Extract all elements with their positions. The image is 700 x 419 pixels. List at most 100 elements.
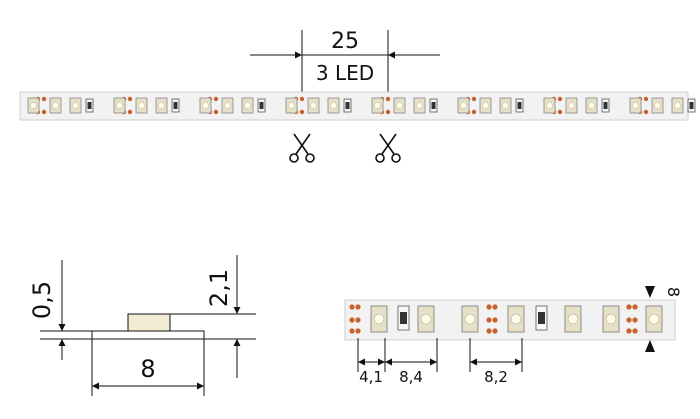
led-lens: [605, 313, 617, 325]
led-lens: [72, 102, 79, 109]
detail-components: [349, 304, 663, 334]
led-chip: [461, 305, 479, 333]
led-lens: [464, 313, 476, 325]
led-lens: [52, 102, 59, 109]
solder-pad: [471, 96, 477, 102]
width-arrow-up: [645, 340, 655, 352]
solder-pad: [492, 304, 498, 310]
solder-pad: [626, 328, 632, 334]
solder-pad: [127, 96, 133, 102]
led-lens: [116, 102, 123, 109]
led-chip: [564, 305, 582, 333]
scissors-icon[interactable]: [289, 133, 315, 163]
resistor-body: [538, 312, 545, 324]
solder-pad: [471, 109, 477, 115]
resistor-body: [603, 102, 608, 109]
led-group: [199, 96, 266, 115]
thickness-label: 0,5: [28, 281, 56, 319]
height-label: 2,1: [205, 269, 233, 307]
detail-dim-a-label: 4,1: [359, 368, 383, 386]
solder-pad-cluster: [349, 304, 361, 334]
led-lens: [567, 313, 579, 325]
solder-pad: [643, 96, 649, 102]
solder-pad-cluster: [486, 304, 498, 334]
led-group: [629, 96, 696, 115]
cross-section-diagram: 0,5 2,1 8: [28, 255, 256, 396]
led-lens: [482, 102, 489, 109]
led-chip: [370, 305, 388, 333]
led-chip: [645, 305, 663, 333]
width-arrow-down: [645, 286, 655, 298]
solder-pad: [355, 304, 361, 310]
solder-pad: [41, 109, 47, 115]
resistor-body: [689, 102, 694, 109]
led-lens: [568, 102, 575, 109]
solder-pad: [492, 317, 498, 323]
led-lens: [416, 102, 423, 109]
led-lens: [654, 102, 661, 109]
resistor: [397, 305, 410, 331]
led-lens: [420, 313, 432, 325]
detail-dim-c-label: 8,2: [484, 368, 508, 386]
resistor-body: [87, 102, 92, 109]
detail-strip-diagram: 4,1 8,4 8,2 8: [344, 286, 683, 386]
resistor-body: [400, 312, 407, 324]
width-label: 8: [140, 355, 155, 383]
led-group: [371, 96, 438, 115]
led-lens: [310, 102, 317, 109]
led-lens: [460, 102, 467, 109]
solder-pad: [626, 304, 632, 310]
led-lens: [138, 102, 145, 109]
led-group: [285, 96, 352, 115]
led-lens: [330, 102, 337, 109]
solder-pad: [643, 109, 649, 115]
led-lens: [632, 102, 639, 109]
led-lens: [510, 313, 522, 325]
solder-pad: [213, 96, 219, 102]
led-lens: [158, 102, 165, 109]
solder-pad: [355, 317, 361, 323]
led-lens: [502, 102, 509, 109]
solder-pad: [349, 304, 355, 310]
scissors-icon[interactable]: [375, 133, 401, 163]
led-chip: [507, 305, 525, 333]
solder-pad: [626, 317, 632, 323]
led-lens: [648, 313, 660, 325]
resistor-body: [259, 102, 264, 109]
led-lens: [374, 102, 381, 109]
led-lens: [396, 102, 403, 109]
solder-pad: [486, 328, 492, 334]
solder-pad: [557, 109, 563, 115]
solder-pad: [349, 317, 355, 323]
solder-pad: [299, 109, 305, 115]
segment-length-label: 25: [331, 29, 359, 54]
top-strip-diagram: 25 3 LED: [19, 29, 696, 163]
led-lens: [224, 102, 231, 109]
strip-base-profile: [91, 330, 205, 340]
detail-dim-b-label: 8,4: [399, 368, 423, 386]
solder-pad: [486, 317, 492, 323]
solder-pad-cluster: [626, 304, 638, 334]
led-lens: [244, 102, 251, 109]
solder-pad: [632, 328, 638, 334]
solder-pad: [213, 109, 219, 115]
solder-pad: [492, 328, 498, 334]
detail-strip-width-label: 8: [664, 287, 683, 297]
led-group: [113, 96, 180, 115]
solder-pad: [127, 109, 133, 115]
led-group: [457, 96, 524, 115]
led-lens: [588, 102, 595, 109]
led-chip: [417, 305, 435, 333]
segment-led-count-label: 3 LED: [316, 61, 374, 85]
solder-pad: [632, 304, 638, 310]
solder-pad: [486, 304, 492, 310]
resistor-body: [173, 102, 178, 109]
resistor-body: [431, 102, 436, 109]
led-lens: [30, 102, 37, 109]
solder-pad: [355, 328, 361, 334]
solder-pad: [385, 109, 391, 115]
led-lens: [546, 102, 553, 109]
solder-pad: [557, 96, 563, 102]
solder-pad: [385, 96, 391, 102]
